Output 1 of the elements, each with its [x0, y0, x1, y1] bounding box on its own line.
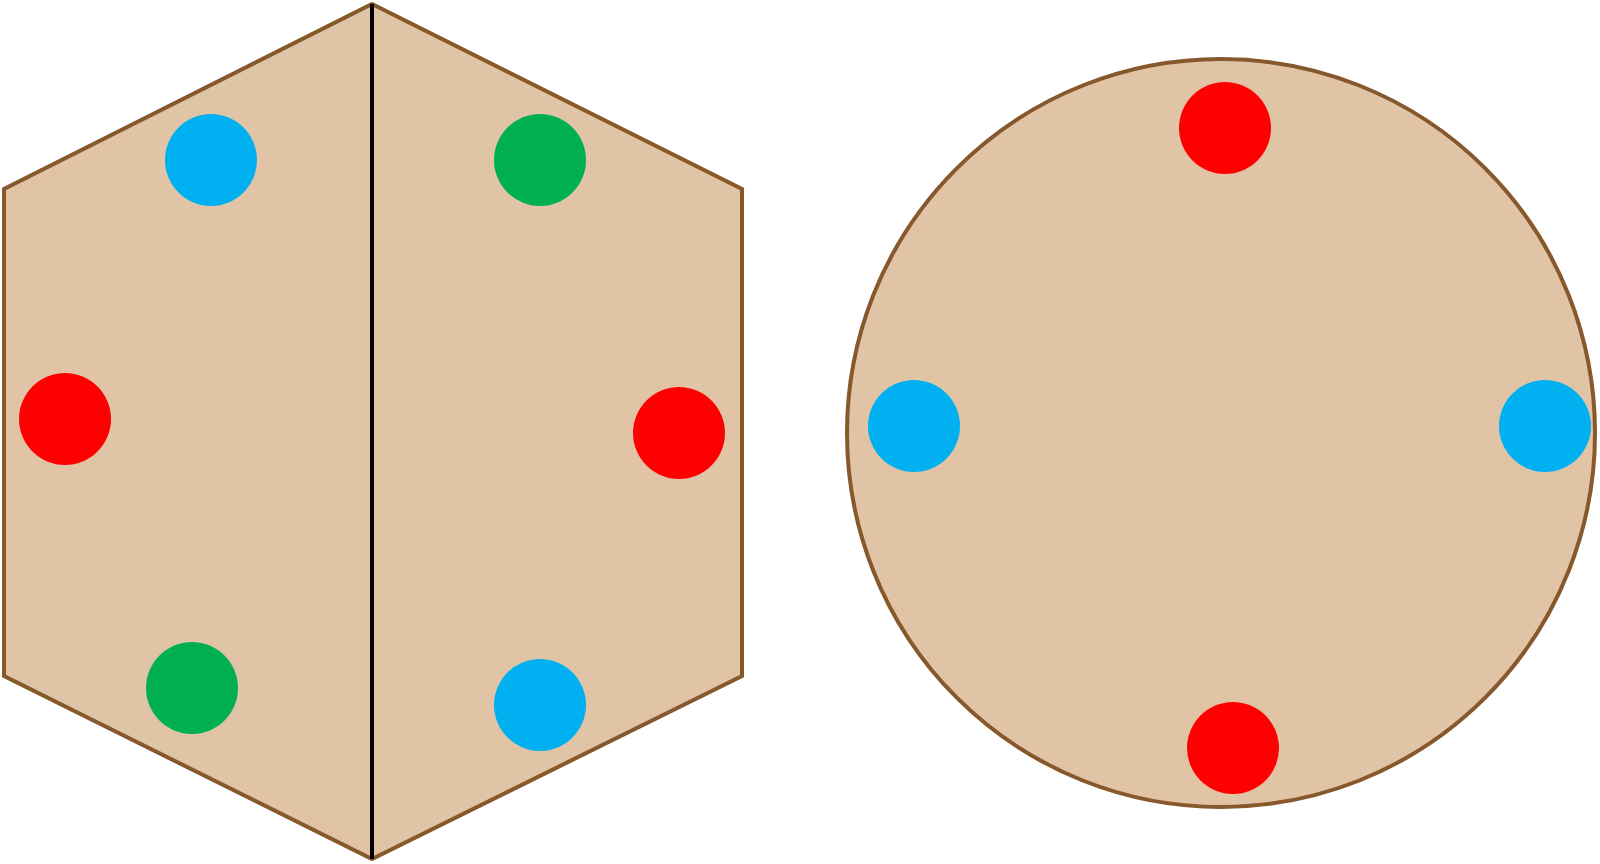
split-hexagon — [0, 0, 746, 864]
